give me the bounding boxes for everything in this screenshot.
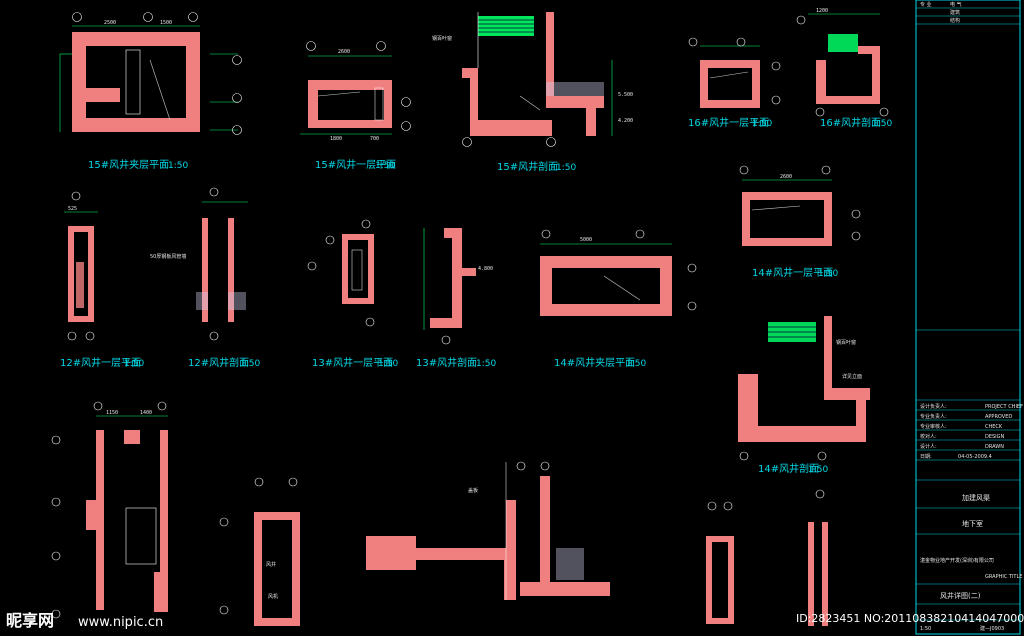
dim-1400: 1400 — [140, 410, 152, 416]
view-label: 14#风井夹层平面 — [554, 356, 635, 369]
view-label: 16#风井一层平面 — [688, 116, 769, 129]
view-bottom-right-details — [706, 489, 828, 626]
view-12-section: 50厚钢板风管墙 12#风井剖面 1:50 — [150, 187, 260, 369]
view-14-section: 钢百叶窗 详见立面 14#风井剖面 1:50 — [738, 316, 870, 475]
dim-2600b: 2600 — [780, 174, 792, 180]
view-scale: 1:50 — [378, 359, 398, 369]
tb-date: 04-05-2009.4 — [958, 454, 992, 460]
drawing-title: 风井详图(二) — [940, 591, 981, 600]
cover-note: 盖板 — [468, 487, 478, 494]
tb-approval-0: PROJECT CHIEF — [985, 404, 1023, 410]
view-14-mezzanine-plan: 5000 14#风井夹层平面 1:50 — [540, 229, 697, 369]
sheet-project: 地下室 — [962, 519, 983, 528]
shaft-note: 风井 — [266, 561, 276, 568]
tb-label-0: 设计负责人: — [920, 403, 947, 410]
tb-approval-4: DRAWN — [985, 444, 1004, 450]
design-company: 湛金物业地产开发(深圳)有限公司 — [920, 557, 994, 564]
view-label: 13#风井一层平面 — [312, 356, 393, 369]
view-bottom-shaft-plan: 风井 风机 — [219, 477, 300, 626]
watermark-url: www.nipic.cn — [78, 615, 163, 630]
view-16-first-floor-plan: 16#风井一层平面 1:50 — [688, 37, 781, 129]
view-label: 12#风井一层平面 — [60, 356, 141, 369]
view-15-first-floor-plan: 2600 1800 700 15#风井一层平面 1:50 — [300, 41, 411, 171]
louver-note: 钢百叶窗 — [432, 35, 452, 42]
view-12-first-floor-plan: 525 12#风井一层平面 1:50 — [60, 191, 144, 369]
view-label: 16#风井剖面 — [820, 116, 881, 129]
view-label: 15#风井一层平面 — [315, 158, 396, 171]
tb-approval-3: DESIGN — [985, 434, 1005, 440]
dim-525: 525 — [68, 206, 77, 212]
title-block: 专 业 电 气 建筑 结构 设计负责人: PROJECT CHIEF 专业负责人… — [915, 0, 1023, 635]
view-scale: 1:50 — [375, 161, 395, 171]
dim-5000: 5000 — [580, 237, 592, 243]
elev-5500: 5.500 — [618, 92, 633, 98]
dim-700: 700 — [370, 136, 379, 142]
view-scale: 1:50 — [168, 161, 188, 171]
view-scale: 1:50 — [240, 359, 260, 369]
tb-row-2: 建筑 — [950, 9, 960, 16]
facade-note: 详见立面 — [842, 373, 862, 380]
tb-row-0: 专 业 — [920, 1, 932, 8]
watermark: 昵享网 www.nipic.cn ID:2823451 NO:201108382… — [6, 611, 1024, 630]
view-13-section: 4.800 13#风井剖面 1:50 — [416, 228, 496, 369]
tb-label-1: 专业负责人: — [920, 413, 947, 420]
view-bottom-long-section: 盖板 — [366, 461, 610, 600]
steel-frame-note: 50厚钢板风管墙 — [150, 253, 186, 260]
dim-2600: 2600 — [338, 49, 350, 55]
view-16-section: 1200 16#风井剖面 1:50 — [796, 8, 892, 129]
view-label: 14#风井剖面 — [758, 462, 819, 475]
fan-note: 风机 — [268, 593, 278, 600]
dim-1500: 1500 — [160, 20, 172, 26]
view-14-first-floor-plan: 2600 14#风井一层平面 1:50 — [739, 165, 861, 279]
elev-4800: 4.800 — [478, 266, 493, 272]
view-15-mezzanine-plan: 2500 1500 15#风井夹层平面 1:50 — [59, 12, 242, 171]
view-scale: 1:50 — [872, 119, 892, 129]
tb-label-5: 日期: — [920, 454, 932, 460]
view-15-section: 5.500 4.200 钢百叶窗 15#风井剖面 1:50 — [432, 12, 633, 173]
dim-1150: 1150 — [106, 410, 118, 416]
view-scale: 1:50 — [818, 269, 838, 279]
view-bottom-left-plan: 1150 1400 — [51, 401, 168, 619]
view-label: 14#风井一层平面 — [752, 266, 833, 279]
view-scale: 1:50 — [556, 163, 576, 173]
view-label: 15#风井剖面 — [497, 160, 558, 173]
dim-1200: 1200 — [816, 8, 828, 14]
dim-1800: 1800 — [330, 136, 342, 142]
view-scale: 1:50 — [752, 119, 772, 129]
louver-note-2: 钢百叶窗 — [836, 339, 856, 346]
dim-2500: 2500 — [104, 20, 116, 26]
tb-row-3: 结构 — [950, 17, 960, 24]
tb-label-4: 设计人: — [920, 443, 937, 450]
view-scale: 1:50 — [626, 359, 646, 369]
tb-approval-1: APPROVED — [985, 414, 1012, 420]
watermark-brand: 昵享网 — [6, 611, 54, 630]
tb-approval-2: CHECK — [985, 424, 1003, 430]
view-scale: 1:50 — [476, 359, 496, 369]
view-label: 15#风井夹层平面 — [88, 158, 169, 171]
view-label: 12#风井剖面 — [188, 356, 249, 369]
tb-row-1: 电 气 — [950, 1, 962, 8]
view-scale: 1:50 — [124, 359, 144, 369]
view-label: 13#风井剖面 — [416, 356, 477, 369]
sheet-number: 建—J0903 — [980, 625, 1004, 632]
elev-4200: 4.200 — [618, 118, 633, 124]
watermark-id: ID:2823451 NO:20110838210414047000 — [796, 612, 1024, 625]
sheet-scale: 1:50 — [920, 626, 931, 632]
graphic-title: GRAPHIC TITLE — [985, 574, 1022, 580]
tb-label-3: 校对人: — [920, 433, 937, 440]
view-scale: 1:50 — [808, 465, 828, 475]
view-13-first-floor-plan: 13#风井一层平面 1:50 — [307, 219, 398, 369]
project-name: 加建风渠 — [962, 493, 990, 502]
tb-label-2: 专业审核人: — [920, 423, 947, 430]
